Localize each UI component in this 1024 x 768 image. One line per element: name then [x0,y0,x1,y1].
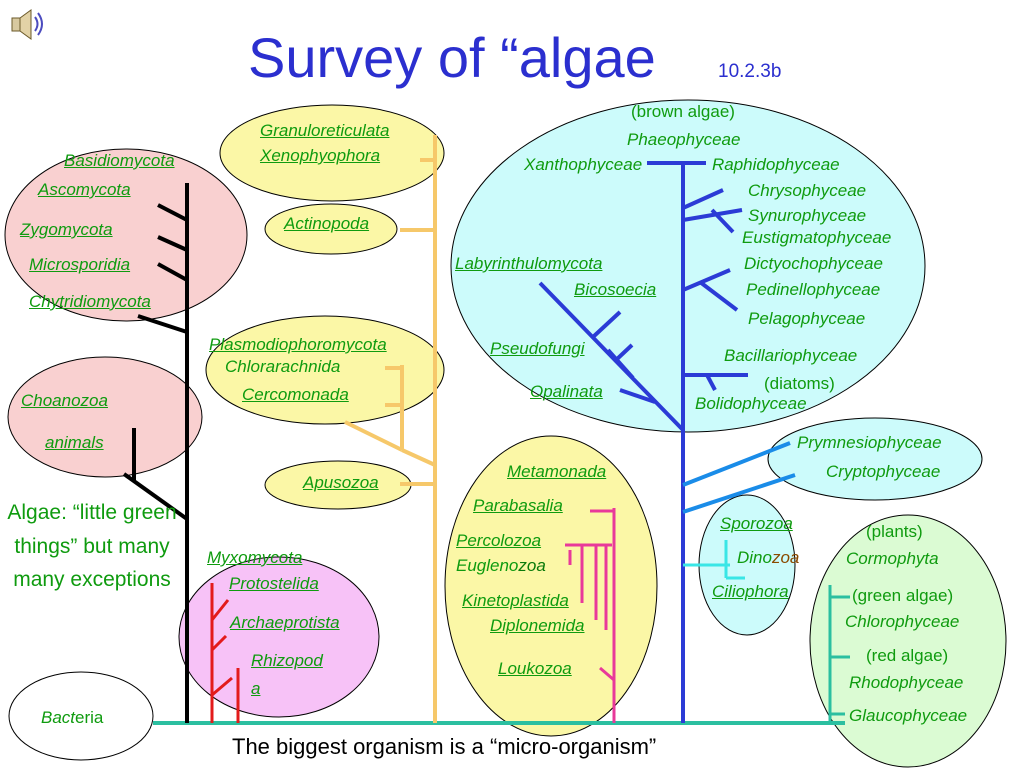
phaeophyceae-label: Phaeophyceae [627,130,741,149]
eustigmatophyceae-label: Eustigmatophyceae [742,228,892,247]
chrysophyceae-label: Chrysophyceae [748,181,867,200]
slide-title: Survey of “algae [248,26,656,89]
ciliophora-label: Ciliophora [712,582,789,601]
xanthophyceae-label: Xanthophyceae [524,155,643,174]
pseudofungi-label: Pseudofungi [490,339,585,358]
bacteria-label: Bacteria [41,709,103,726]
red-algae-label: (red algae) [866,646,949,665]
dinozoa-label-part1: Dino [737,548,772,567]
protostelida-label: Protostelida [229,574,319,593]
prymnesiophyceae-label: Prymnesiophyceae [797,433,942,452]
choanozoa-label: Choanozoa [21,391,108,410]
alveolate-branches [683,540,745,580]
pelagophyceae-label: Pelagophyceae [748,309,866,328]
labyrinthulomycota-label: Labyrinthulomycota [455,254,603,273]
plasmodiophoromycota-bubble [205,315,445,425]
granuloreticulata-label: Granuloreticulata [260,121,390,140]
mycetozoa-bubble [178,556,380,718]
zygomycota-label: Zygomycota [20,220,113,239]
chromista-branches [538,161,748,723]
footer-caption: The biggest organism is a “micro-organis… [232,734,657,759]
mycetozoa-branches [210,583,240,723]
dinozoa-label: Dinozoa [737,549,799,567]
loukozoa-label: Loukozoa [498,659,572,678]
bacteria-bubble [8,671,154,761]
speaker-icon[interactable] [11,9,43,40]
percolozoa-label: Percolozoa [456,531,542,550]
chromalveolate-bubble [450,99,926,433]
choanozoa-bubble [7,356,203,478]
pedinellophyceae-label: Pedinellophyceae [746,280,881,299]
raphidophyceae-label: Raphidophyceae [712,155,840,174]
bacteria-label-part1: Bact [41,708,76,727]
euglenozoa-label: Euglenozoa [456,557,546,575]
plants-bubble [809,514,1007,768]
algae-note: Algae: “little green things” but many ma… [7,501,177,592]
euglenozoa-label-part1: Eugleno [456,556,519,575]
cercomonada-label: Cercomonada [242,385,349,404]
archaeprotista-label: Archaeprotista [230,613,340,632]
rhodophyceae-label: Rhodophyceae [849,673,964,692]
rhizopoda-label-end: a [251,679,261,698]
haptophyte-branches [682,441,796,514]
cryptophyceae-label: Cryptophyceae [826,462,941,481]
rhizaria-branches [344,135,437,723]
opalinata-label: Opalinata [530,382,603,401]
microsporidia-label: Microsporidia [29,255,131,274]
chlorarachnida-label: Chlorarachnida [225,357,341,376]
chlorophyceae-label: Chlorophyceae [845,612,960,631]
ascomycota-label: Ascomycota [38,180,131,199]
euglenozoa-label-part2: zoa [518,556,546,575]
green-algae-label: (green algae) [852,586,954,605]
rhizopoda-label: Rhizopod [251,651,323,670]
diplonemida-label: Diplonemida [490,616,585,635]
actinopoda-bubble [264,203,398,255]
animals-label: animals [45,433,104,452]
parabasalia-label: Parabasalia [473,496,563,515]
excavate-branches [565,508,616,723]
brown-algae-label: (brown algae) [631,102,735,121]
granuloreticulata-bubble [219,104,445,202]
sporozoa-label: Sporozoa [720,514,793,533]
slide-subtitle: 10.2.3b [718,61,782,82]
synurophyceae-label: Synurophyceae [748,206,867,225]
myxomycota-label: Myxomycota [207,548,303,567]
fungi-animal-branches [122,183,189,723]
bicosoecia-label: Bicosoecia [574,280,657,299]
actinopoda-label: Actinopoda [284,214,370,233]
dinozoa-label-part2: zoa [771,548,800,567]
bacteria-label-part2: eria [75,708,104,727]
plasmodiophoromycota-label: Plasmodiophoromycota [209,335,387,354]
apusozoa-label: Apusozoa [303,473,379,492]
xenophyophora-label: Xenophyophora [260,146,381,165]
plants-label: (plants) [866,522,923,541]
dictyochophyceae-label: Dictyochophyceae [744,254,883,273]
bacillariophyceae-label: Bacillariophyceae [724,346,858,365]
glaucophyceae-label: Glaucophyceae [849,706,968,725]
chytridiomycota-label: Chytridiomycota [29,292,151,311]
cormophyta-label: Cormophyta [846,549,939,568]
metamonada-label: Metamonada [507,462,607,481]
haptophyte-bubble [767,417,983,501]
excavata-bubble [444,435,658,737]
basidiomycota-label: Basidiomycota [64,151,175,170]
diatoms-label: (diatoms) [764,374,835,393]
bolidophyceae-label: Bolidophyceae [695,394,807,413]
kinetoplastida-label: Kinetoplastida [462,591,569,610]
plant-branches [828,585,850,723]
